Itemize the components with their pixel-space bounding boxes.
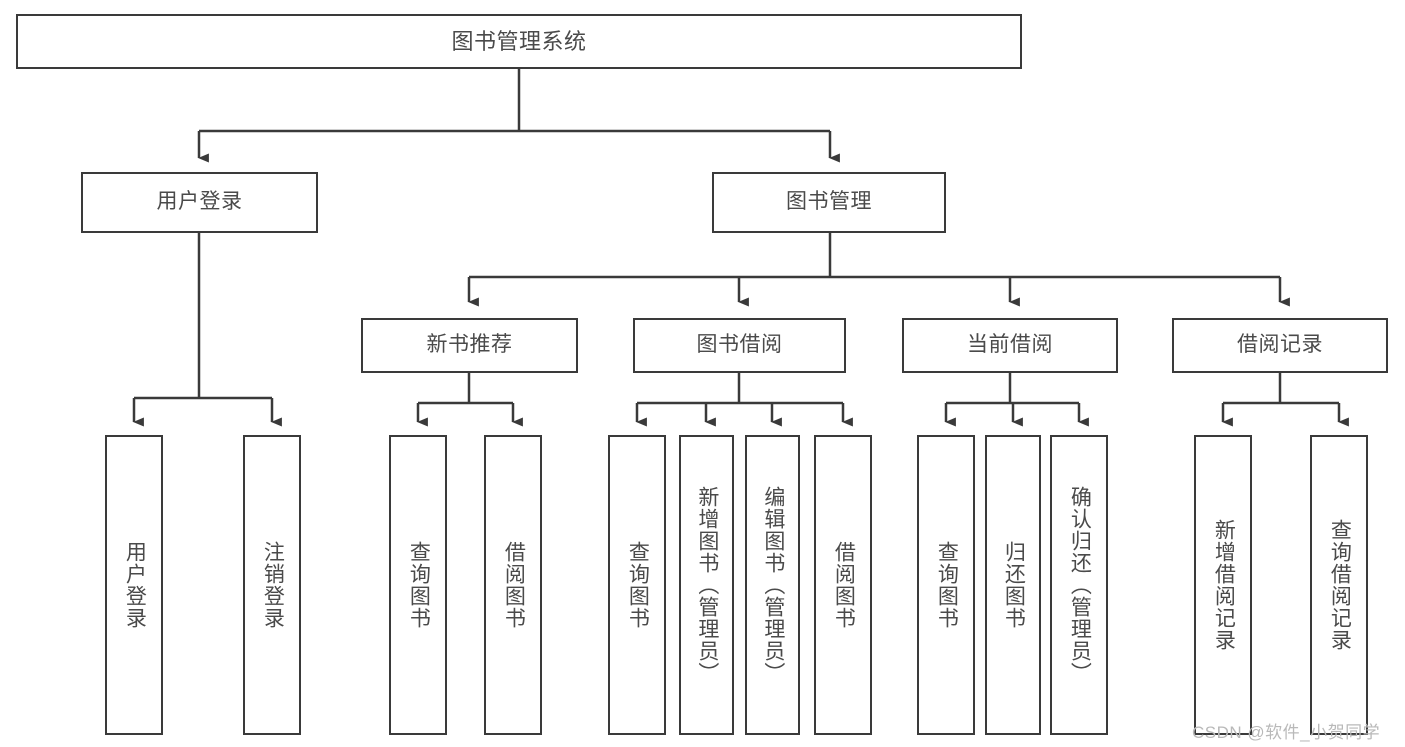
node-borrow-record-label: 借阅记录 [1237, 333, 1323, 357]
node-root-label: 图书管理系统 [451, 28, 587, 54]
leaf-return-book[interactable]: 归还图书 [985, 435, 1041, 735]
node-user-login[interactable]: 用户登录 [81, 172, 318, 233]
node-current-borrow[interactable]: 当前借阅 [902, 318, 1118, 373]
leaf-borrow-book[interactable]: 借阅图书 [814, 435, 872, 735]
leaf-confirm-return-admin[interactable]: 确认归还（管理员） [1050, 435, 1108, 735]
leaf-query-borrow-record[interactable]: 查询借阅记录 [1310, 435, 1368, 735]
leaf-query-book-borrow-label: 查询图书 [626, 541, 650, 629]
leaf-add-book-admin-label: 新增图书（管理员） [695, 486, 719, 684]
leaf-query-book-current[interactable]: 查询图书 [917, 435, 975, 735]
leaf-query-borrow-record-label: 查询借阅记录 [1328, 519, 1352, 651]
leaf-borrow-book-label: 借阅图书 [832, 541, 856, 629]
leaf-query-book-borrow[interactable]: 查询图书 [608, 435, 666, 735]
leaf-query-book-current-label: 查询图书 [935, 541, 959, 629]
leaf-edit-book-admin[interactable]: 编辑图书（管理员） [745, 435, 800, 735]
node-new-book-recommend[interactable]: 新书推荐 [361, 318, 578, 373]
leaf-edit-book-admin-label: 编辑图书（管理员） [761, 486, 785, 684]
leaf-borrow-book-recommend[interactable]: 借阅图书 [484, 435, 542, 735]
node-book-borrow-label: 图书借阅 [696, 333, 783, 357]
node-user-login-label: 用户登录 [156, 190, 243, 214]
node-new-book-recommend-label: 新书推荐 [426, 333, 513, 357]
node-book-management-label: 图书管理 [786, 190, 872, 214]
leaf-add-borrow-record-label: 新增借阅记录 [1212, 519, 1236, 651]
node-book-management[interactable]: 图书管理 [712, 172, 946, 233]
node-root[interactable]: 图书管理系统 [16, 14, 1022, 69]
leaf-query-book-recommend[interactable]: 查询图书 [389, 435, 447, 735]
leaf-user-login-label: 用户登录 [123, 541, 147, 629]
leaf-borrow-book-recommend-label: 借阅图书 [502, 541, 526, 629]
leaf-confirm-return-admin-label: 确认归还（管理员） [1068, 486, 1092, 684]
leaf-user-login[interactable]: 用户登录 [105, 435, 163, 735]
node-borrow-record[interactable]: 借阅记录 [1172, 318, 1388, 373]
leaf-logout-login-label: 注销登录 [261, 541, 285, 629]
leaf-query-book-recommend-label: 查询图书 [407, 541, 431, 629]
node-book-borrow[interactable]: 图书借阅 [633, 318, 846, 373]
node-current-borrow-label: 当前借阅 [967, 333, 1053, 357]
leaf-return-book-label: 归还图书 [1002, 541, 1026, 629]
leaf-logout-login[interactable]: 注销登录 [243, 435, 301, 735]
leaf-add-book-admin[interactable]: 新增图书（管理员） [679, 435, 734, 735]
leaf-add-borrow-record[interactable]: 新增借阅记录 [1194, 435, 1252, 735]
